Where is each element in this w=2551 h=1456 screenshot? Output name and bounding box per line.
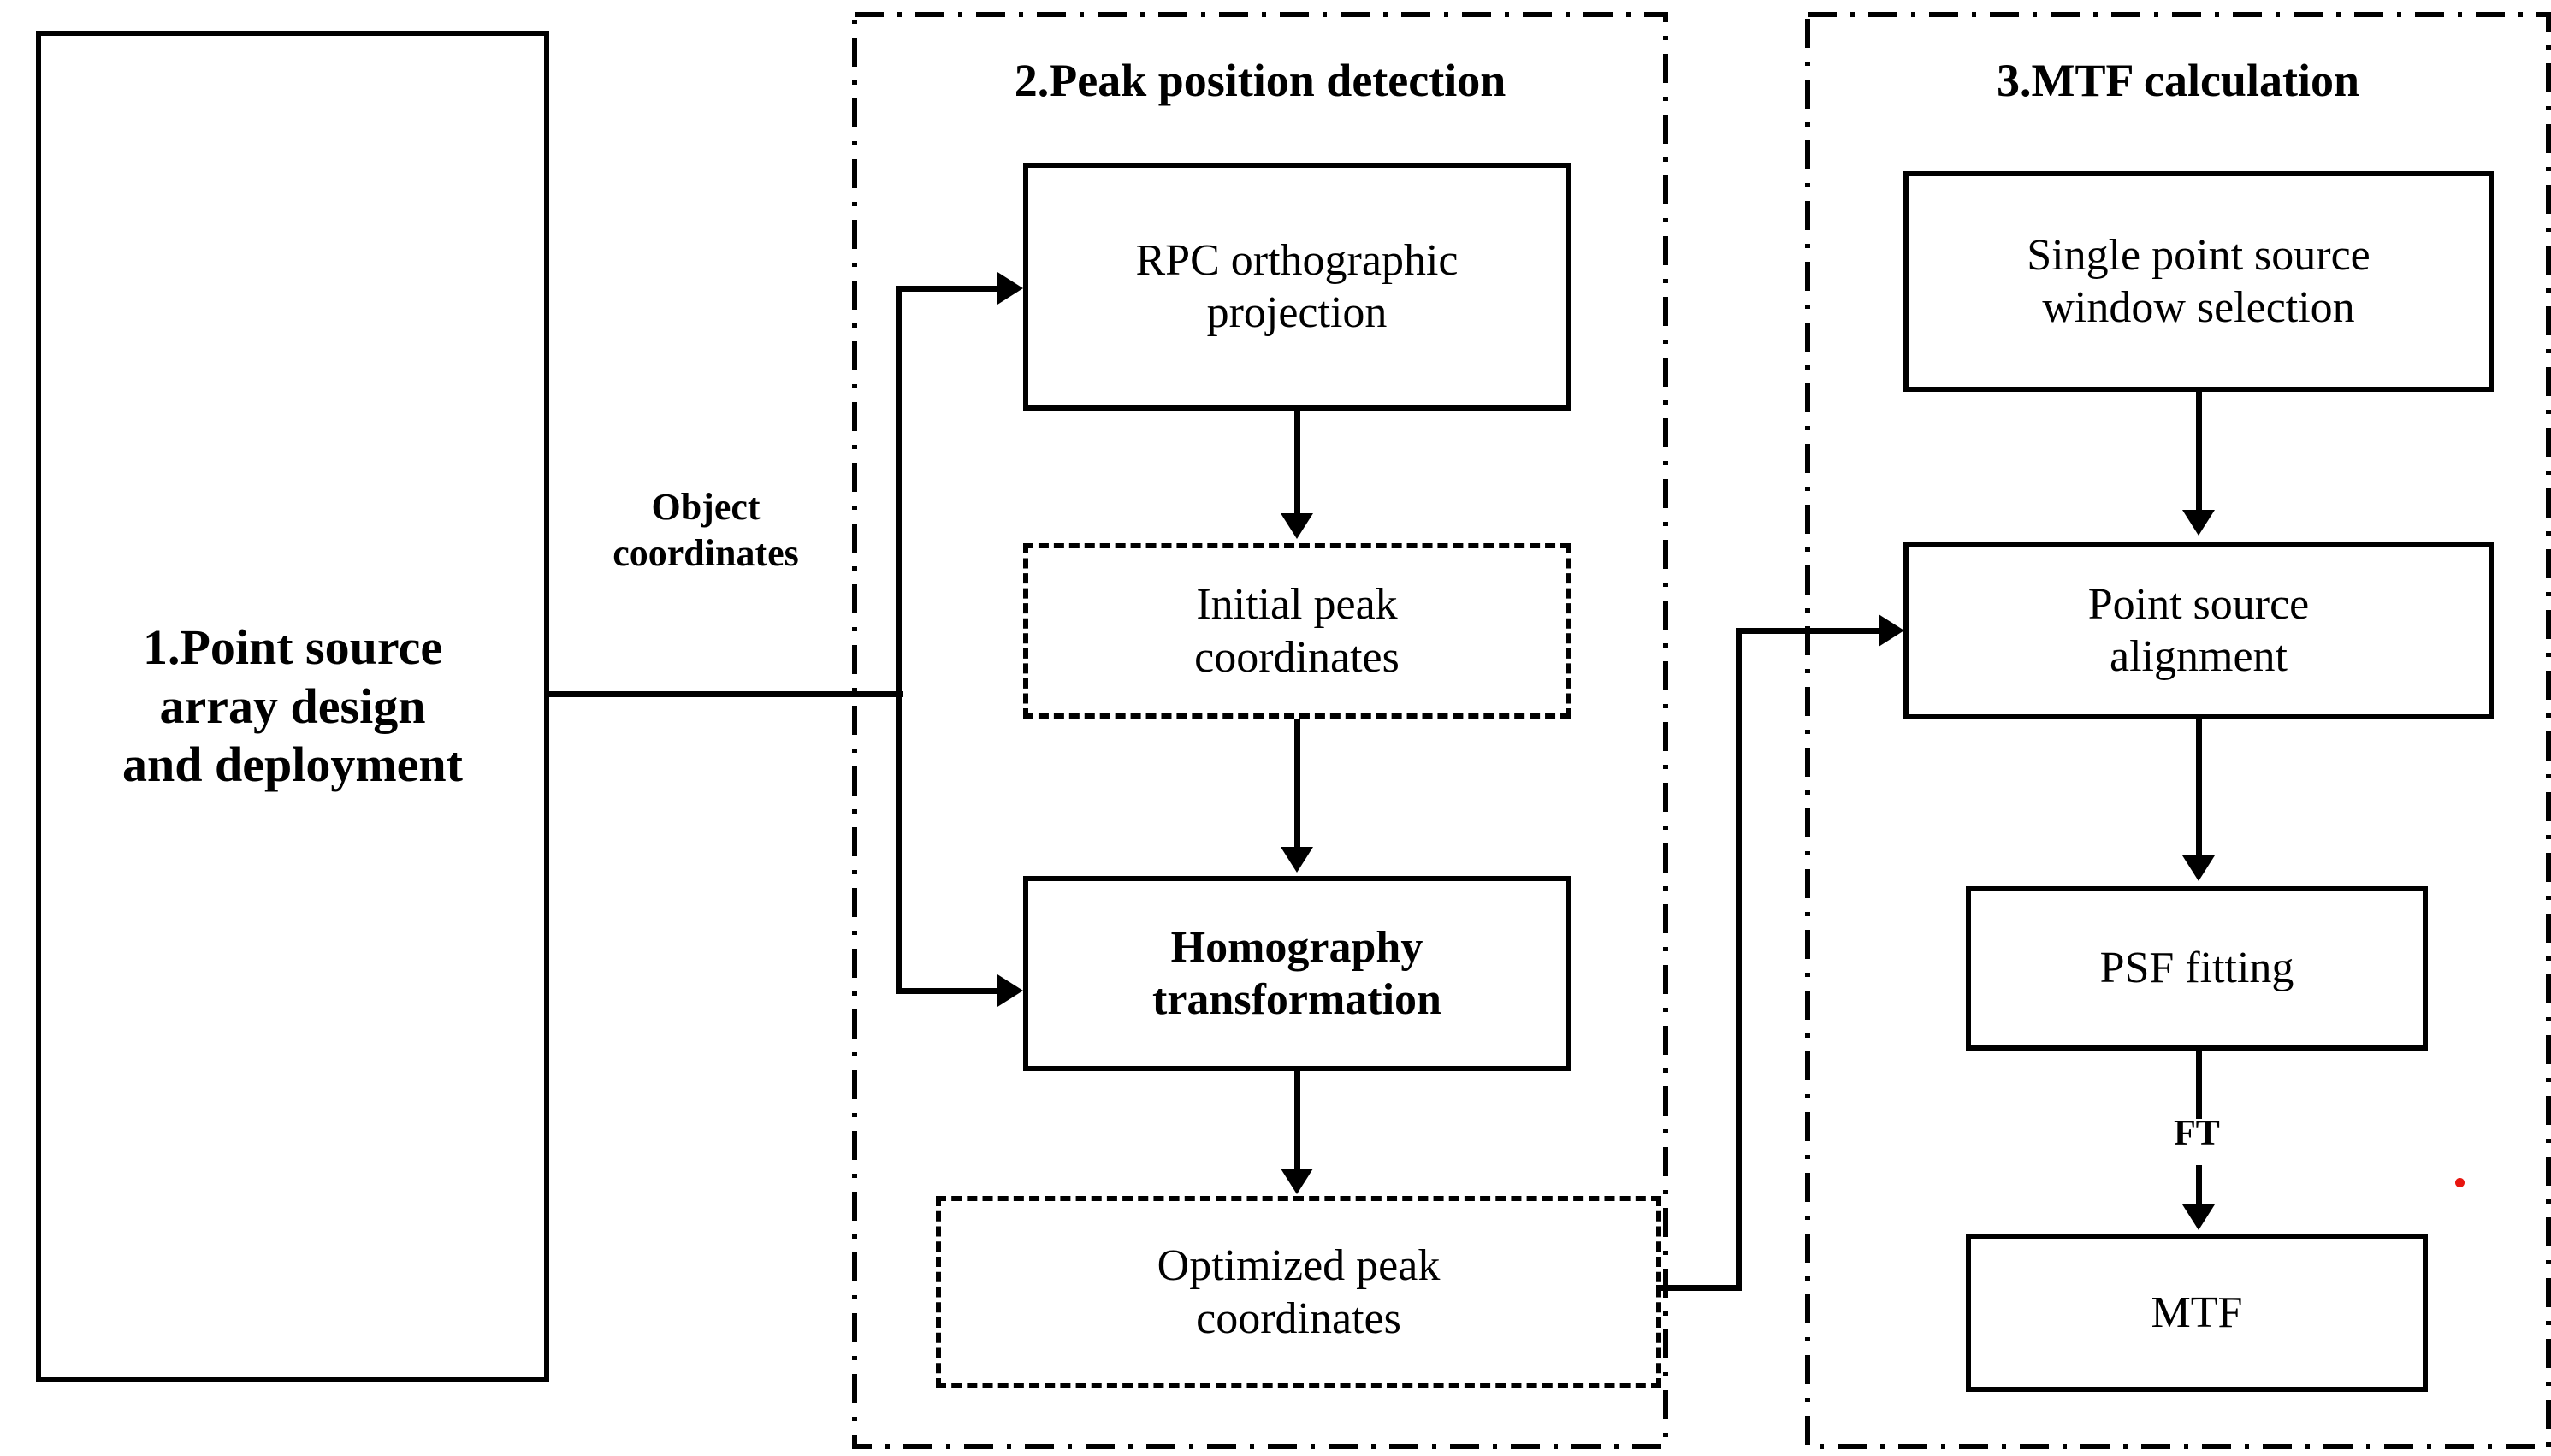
arrowhead-to-optimized-peak — [1281, 1169, 1313, 1194]
node-line-1: Initial peak — [1196, 580, 1398, 630]
node-line-1: Optimized peak — [1157, 1241, 1441, 1291]
arrowhead-to-mtf — [2182, 1204, 2215, 1230]
node-line-2: coordinates — [1196, 1293, 1401, 1343]
node-optimized-peak-coordinates[interactable]: Optimized peak coordinates — [936, 1196, 1661, 1388]
arrowhead-to-rpc — [997, 272, 1023, 305]
connector-initial-peak-to-homography — [1294, 719, 1300, 849]
node-line-1: Homography — [1170, 922, 1423, 972]
red-dot-marker — [2455, 1178, 2465, 1187]
node-line-1: 1.Point source — [142, 619, 443, 676]
connector-psf-to-mtf-upper — [2196, 1051, 2202, 1119]
arrowhead-to-psf-fitting — [2182, 855, 2215, 881]
node-line-1: Point source — [2087, 579, 2310, 629]
connector-optimized-peak-out — [1656, 1285, 1742, 1291]
node-line-2: transformation — [1152, 975, 1441, 1024]
arrowhead-to-point-source-alignment — [1879, 614, 1904, 647]
node-line-1: Single point source — [2027, 230, 2370, 280]
arrowhead-to-homography-vertical — [1281, 847, 1313, 873]
node-line-2: alignment — [2110, 632, 2288, 681]
connector-psf-to-mtf-lower — [2196, 1165, 2202, 1210]
node-line-2: array design — [159, 678, 426, 734]
node-homography-transformation[interactable]: Homography transformation — [1023, 876, 1571, 1071]
node-single-point-source-window-selection[interactable]: Single point source window selection — [1903, 171, 2494, 392]
arrowhead-to-homography — [997, 974, 1023, 1007]
connector-window-selection-to-alignment — [2196, 392, 2202, 514]
edge-label-ft: FT — [2174, 1114, 2220, 1153]
stage3-title: 3.MTF calculation — [1997, 55, 2359, 106]
edge-label-object-coordinates: Object coordinates — [565, 484, 847, 576]
stage2-title: 2.Peak position detection — [1014, 55, 1506, 106]
edge-label-line-2: coordinates — [613, 531, 799, 574]
connector-rpc-to-initial-peak — [1294, 411, 1300, 518]
node-line-2: projection — [1206, 288, 1388, 337]
node-line-2: coordinates — [1194, 632, 1400, 682]
node-psf-fitting[interactable]: PSF fitting — [1966, 886, 2428, 1051]
node-initial-peak-coordinates[interactable]: Initial peak coordinates — [1023, 543, 1571, 719]
node-point-source-array-design[interactable]: 1.Point source array design and deployme… — [36, 31, 549, 1382]
connector-optimized-peak-riser — [1736, 628, 1742, 1291]
connector-alignment-to-psf — [2196, 719, 2202, 860]
connector-branch-to-homography — [896, 988, 1000, 994]
connector-branch-trunk — [896, 286, 902, 994]
node-line-1: MTF — [2151, 1287, 2243, 1337]
arrowhead-to-alignment-vertical — [2182, 510, 2215, 536]
edge-label-line-1: Object — [651, 486, 761, 528]
connector-optimized-peak-to-alignment — [1736, 628, 1881, 634]
connector-branch-to-rpc — [896, 286, 1000, 292]
node-line-1: RPC orthographic — [1135, 235, 1459, 285]
node-line-3: and deployment — [121, 737, 463, 793]
connector-stage1-to-branch — [549, 691, 903, 697]
node-mtf[interactable]: MTF — [1966, 1234, 2428, 1392]
arrowhead-to-initial-peak — [1281, 513, 1313, 539]
node-rpc-orthographic-projection[interactable]: RPC orthographic projection — [1023, 163, 1571, 411]
node-line-2: window selection — [2042, 283, 2355, 332]
connector-homography-to-optimized-peak — [1294, 1071, 1300, 1172]
node-point-source-alignment[interactable]: Point source alignment — [1903, 542, 2494, 719]
node-line-1: PSF fitting — [2099, 944, 2294, 993]
